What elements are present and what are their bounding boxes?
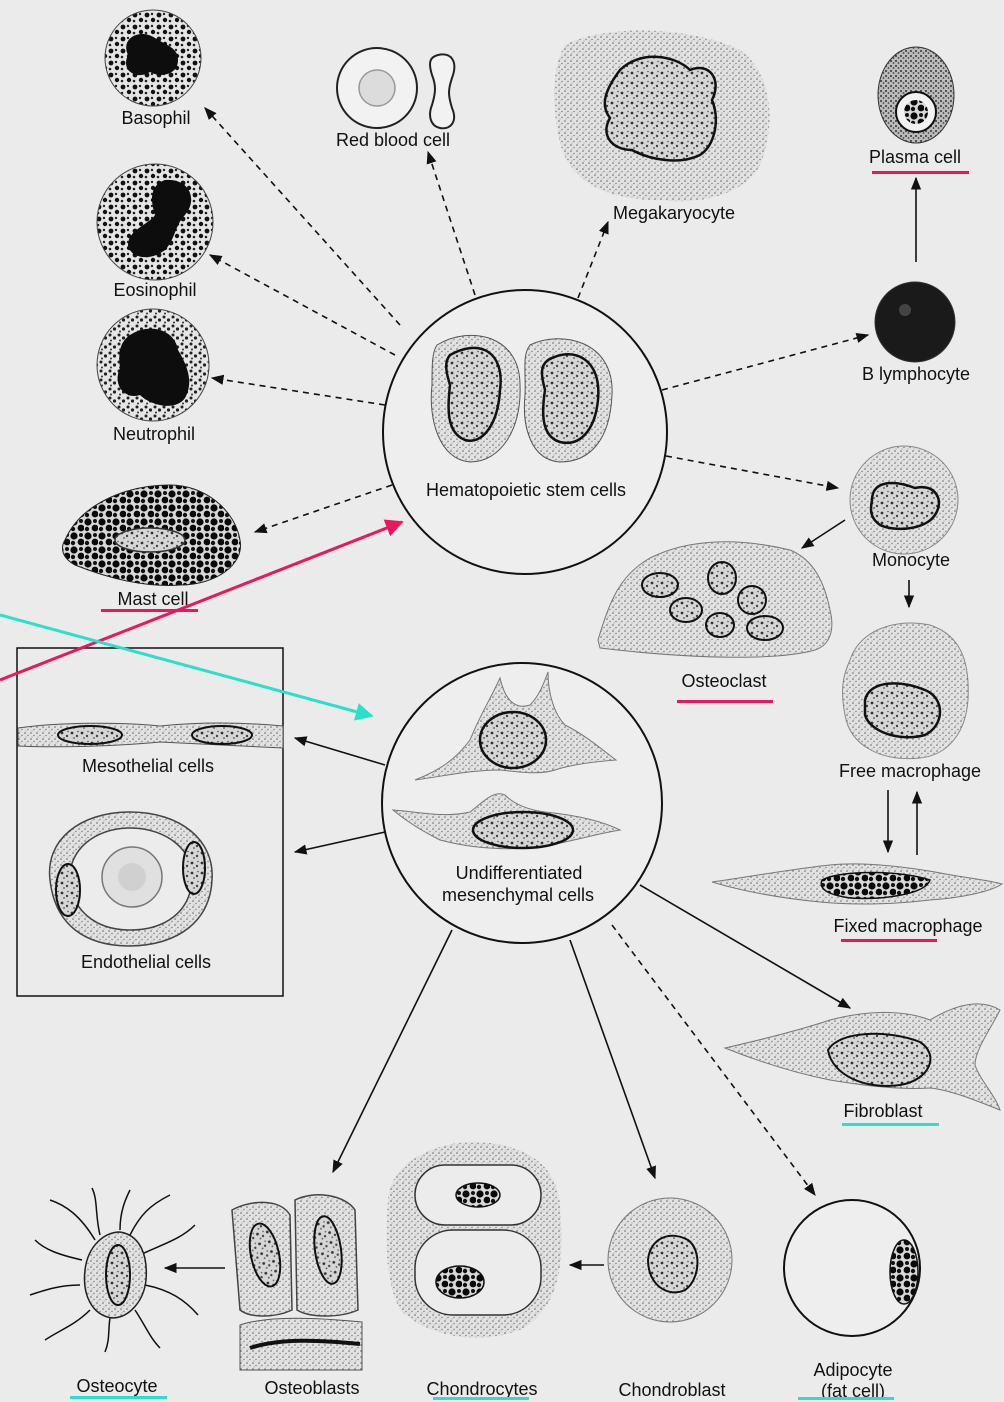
megakaryocyte-cell: [554, 31, 769, 202]
underline-fibroblast: [842, 1123, 939, 1126]
underline-osteoclast: [677, 700, 773, 703]
osteocyte-cell: [30, 1188, 198, 1352]
label-basophil: Basophil: [121, 108, 190, 128]
label-megakaryocyte: Megakaryocyte: [613, 203, 735, 223]
adipocyte-cell: [784, 1200, 920, 1336]
fibroblast-cell: [725, 1004, 1000, 1110]
label-osteoblasts: Osteoblasts: [264, 1378, 359, 1398]
label-hematopoietic-stem-cells: Hematopoietic stem cells: [426, 480, 626, 500]
fixed-macrophage-cell: [712, 864, 1002, 904]
mesothelial-cells: [18, 723, 283, 748]
label-free-macrophage: Free macrophage: [839, 761, 981, 781]
label-red-blood-cell: Red blood cell: [336, 130, 450, 150]
label-eosinophil: Eosinophil: [113, 280, 196, 300]
label-mesothelial-cells: Mesothelial cells: [82, 756, 214, 776]
arrow-to-fibroblast: [640, 885, 850, 1008]
label-plasma-cell: Plasma cell: [869, 147, 961, 167]
monocyte-cell: [850, 446, 958, 554]
chondroblast-cell: [608, 1198, 732, 1322]
osteoclast-cell: [598, 542, 832, 657]
arrow-to-monocyte: [666, 456, 838, 488]
osteoblasts-cells: [232, 1195, 362, 1370]
b-lymphocyte-cell: [875, 282, 955, 362]
label-endothelial-cells: Endothelial cells: [81, 952, 211, 972]
arrow-to-eosinophil: [210, 255, 395, 355]
arrow-to-osteoblasts: [333, 930, 452, 1172]
label-fibroblast: Fibroblast: [843, 1101, 922, 1121]
cyan-annotation-arrow: [0, 615, 372, 716]
arrow-to-chondroblast: [570, 940, 655, 1178]
free-macrophage-cell: [843, 623, 969, 759]
endothelial-cells: [50, 812, 213, 946]
neutrophil-cell: [97, 309, 209, 421]
label-mast-cell: Mast cell: [117, 589, 188, 609]
label-chondroblast: Chondroblast: [618, 1380, 725, 1400]
arrow-to-red-blood-cell: [428, 152, 475, 295]
underline-osteocyte: [70, 1396, 167, 1399]
label-undifferentiated: Undifferentiated: [456, 863, 583, 883]
mast-cell: [62, 485, 240, 585]
label-osteocyte: Osteocyte: [76, 1376, 157, 1396]
chondrocytes-cells: [386, 1142, 561, 1338]
arrow-to-mesothelial: [295, 738, 385, 765]
underline-adipocyte: [798, 1397, 894, 1400]
label-osteoclast: Osteoclast: [681, 671, 766, 691]
underline-fixed-macrophage: [841, 939, 937, 942]
underline-mast-cell: [101, 609, 198, 612]
arrow-to-neutrophil: [212, 378, 385, 405]
red-blood-cell: [337, 48, 454, 128]
basophil-cell: [105, 10, 201, 106]
underline-plasma-cell: [872, 171, 969, 174]
plasma-cell: [878, 47, 954, 143]
label-chondrocytes: Chondrocytes: [426, 1379, 537, 1399]
arrow-to-mast-cell: [255, 485, 392, 532]
arrow-to-megakaryocyte: [578, 222, 608, 298]
eosinophil-cell: [97, 164, 213, 280]
label-fixed-macrophage: Fixed macrophage: [833, 916, 982, 936]
label-adipocyte: Adipocyte: [813, 1360, 892, 1380]
arrow-monocyte-to-osteoclast: [802, 520, 845, 548]
label-mesenchymal-cells: mesenchymal cells: [442, 885, 594, 905]
label-neutrophil: Neutrophil: [113, 424, 195, 444]
underline-chondrocytes: [433, 1397, 529, 1400]
arrow-to-endothelial: [295, 832, 385, 852]
hematopoietic-circle: [383, 290, 667, 574]
arrow-to-b-lymphocyte: [662, 335, 868, 390]
label-b-lymphocyte: B lymphocyte: [862, 364, 970, 384]
label-monocyte: Monocyte: [872, 550, 950, 570]
